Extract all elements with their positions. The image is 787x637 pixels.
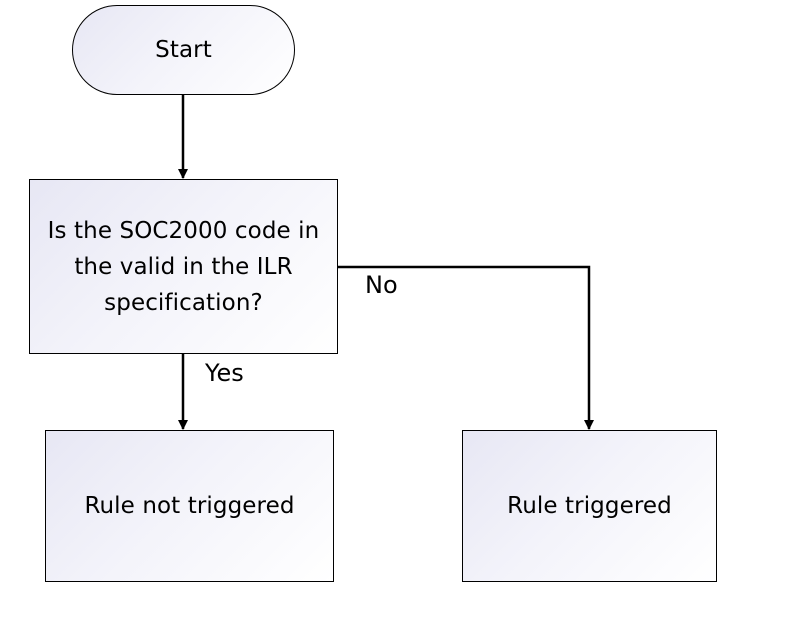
rule-triggered-label: Rule triggered xyxy=(507,493,672,519)
no-edge-label: No xyxy=(365,271,398,299)
start-terminal: Start xyxy=(72,5,295,95)
start-label: Start xyxy=(155,37,212,63)
decision-label: Is the SOC2000 code in the valid in the … xyxy=(47,217,320,316)
decision-box: Is the SOC2000 code in the valid in the … xyxy=(29,179,338,354)
rule-not-triggered-label: Rule not triggered xyxy=(84,493,295,519)
rule-triggered-box: Rule triggered xyxy=(462,430,717,582)
yes-edge-label: Yes xyxy=(205,359,244,387)
rule-not-triggered-box: Rule not triggered xyxy=(45,430,334,582)
arrow-no-to-triggered xyxy=(338,265,594,430)
